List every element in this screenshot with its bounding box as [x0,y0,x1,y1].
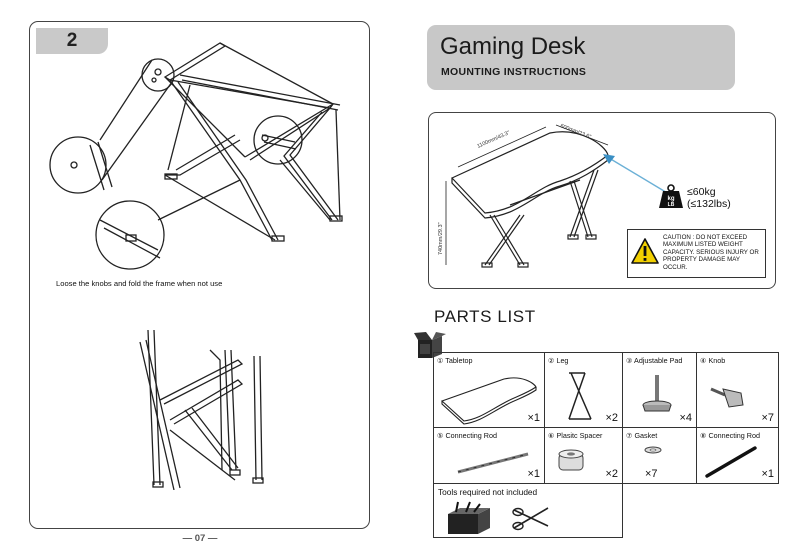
tools-cell: Tools required not included [433,483,623,538]
part-qty: ×7 [761,412,774,424]
weight-badge-kg: kg [667,196,674,202]
part-label: ② Leg [548,356,569,365]
toolbox-icon [448,501,490,534]
part-qty: ×2 [605,468,618,480]
weight-capacity: ≤60kg (≤132lbs) [687,186,731,210]
step-panel-frame [29,21,370,529]
title-box [427,25,735,90]
plastic-spacer-icon [558,449,584,471]
weight-kg: ≤60kg [687,186,716,198]
weight-badge-lb: LB [668,202,675,208]
page-number-dash-right: — [207,533,218,544]
part-cell-gasket: ⑦ Gasket ×7 [622,427,697,484]
part-label: ⑧ Connecting Rod [700,431,760,440]
desk-dimension-drawing: 1100mm/43.3" 600mm/23.6" 740mm/29.3" [438,123,609,268]
part-qty: ×2 [605,412,618,424]
part-cell-adjustable-pad: ③ Adjustable Pad ×4 [622,352,697,428]
warning-triangle-icon [631,238,659,264]
leg-icon [568,372,592,420]
part-qty: ×7 [645,468,658,480]
scissors-icon [512,507,549,531]
part-qty: ×1 [527,412,540,424]
step-number: 2 [66,30,78,51]
desk-height-label: 740mm/29.3" [438,222,444,255]
kg-weight-icon: kg LB [659,184,683,208]
part-label: ③ Adjustable Pad [626,356,683,365]
weight-lbs: (≤132lbs) [687,198,731,210]
part-label: ④ Knob [700,356,726,365]
part-label: ⑦ Gasket [626,431,658,440]
part-qty: ×1 [527,468,540,480]
page-number-value: 07 [194,533,206,544]
part-cell-knob: ④ Knob ×7 [696,352,779,428]
part-label: ⑤ Connecting Rod [437,431,497,440]
part-label: ⑥ Plasitc Spacer [548,431,603,440]
part-cell-leg: ② Leg ×2 [544,352,623,428]
part-cell-connecting-rod-5: ⑤ Connecting Rod ×1 [433,427,545,484]
part-cell-plastic-spacer: ⑥ Plasitc Spacer ×2 [544,427,623,484]
parts-list-title: PARTS LIST [434,307,536,326]
page-number-dash-left: — [182,533,193,544]
part-qty: ×4 [679,412,692,424]
parts-box-icon [414,332,446,358]
document-subtitle: MOUNTING INSTRUCTIONS [441,66,587,78]
assembled-frame-illustration [49,42,343,270]
tools-label: Tools required not included [438,487,538,497]
load-arrow-icon [603,154,670,195]
caution-box [627,229,766,278]
part-cell-connecting-rod-8: ⑧ Connecting Rod ×1 [696,427,779,484]
folded-frame-illustration [139,329,264,490]
page-number: — 07 — [168,533,232,544]
knob-icon [710,387,744,408]
part-cell-tabletop: ① Tabletop ×1 [433,352,545,428]
connecting-rod-icon [457,452,529,474]
part-label: ① Tabletop [437,356,473,365]
parts-list-table: ① Tabletop ×1 ② Leg ×2 ③ Adjustable Pad … [433,352,779,484]
desk-overview-frame [428,112,776,289]
desk-width-label: 1100mm/43.3" [476,130,511,150]
step-badge [36,28,108,54]
fold-instruction-caption: Loose the knobs and fold the frame when … [56,279,223,288]
connecting-rod-black-icon [705,446,757,478]
adjustable-pad-icon [642,375,672,412]
part-qty: ×1 [761,468,774,480]
caution-text: CAUTION : DO NOT EXCEED MAXIMUM LISTED W… [663,234,759,271]
tabletop-icon [440,377,537,425]
gasket-icon [644,446,662,454]
document-title: Gaming Desk [440,33,586,60]
